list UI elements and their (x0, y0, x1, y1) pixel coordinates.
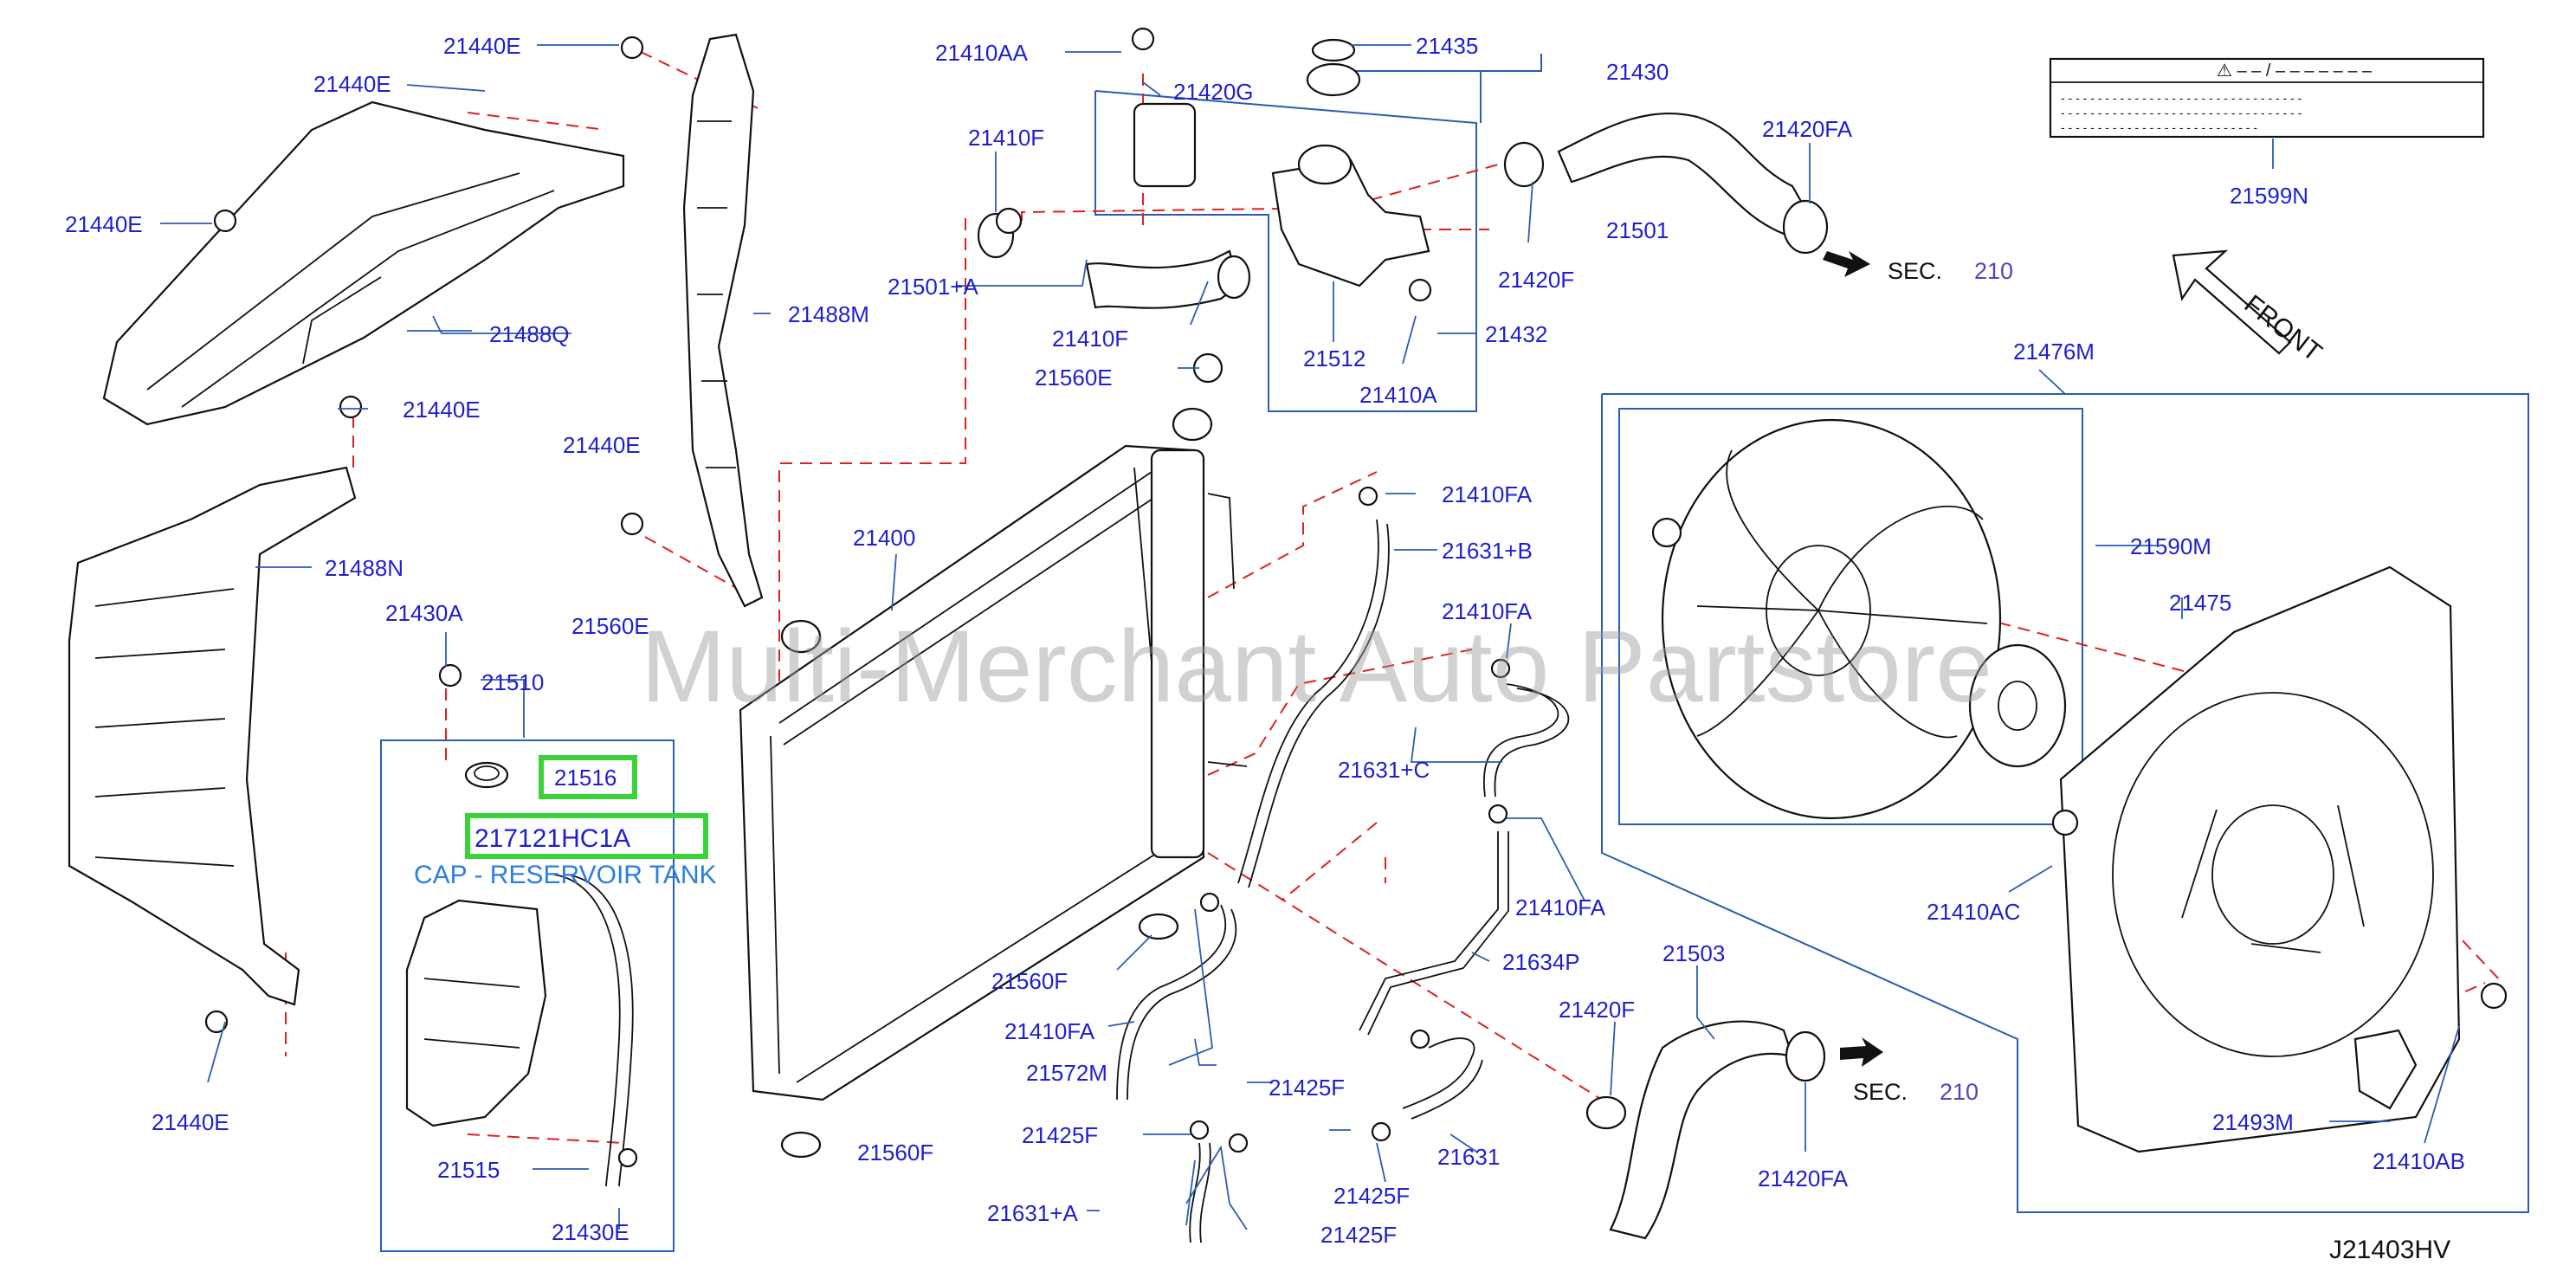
label-21420G: 21420G (1173, 79, 1254, 105)
label-21501A: 21501+A (888, 274, 978, 300)
caution-header: ⚠ – – / – – – – – – – (2217, 61, 2373, 81)
label-21420F-bottom: 21420F (1559, 997, 1635, 1023)
label-21510: 21510 (481, 669, 544, 695)
caution-label-21599N: ⚠ – – / – – – – – – – - - - - - - - - - … (2049, 57, 2485, 139)
label-21488M: 21488M (788, 301, 869, 327)
highlight-part-no[interactable]: 21516 (554, 765, 617, 791)
label-21432: 21432 (1485, 321, 1547, 347)
part-hose-21501 (1503, 112, 1829, 255)
part-side-seal-21488M (682, 33, 764, 608)
label-21560F-right: 21560F (991, 968, 1068, 994)
part-upper-hose-21501A (977, 212, 1251, 309)
caution-line-1: - - - - - - - - - - - - - - - - - - - - … (2061, 91, 2302, 105)
part-air-guide-lower-21488N (68, 466, 357, 1006)
label-21440E-top: 21440E (443, 33, 521, 59)
part-bolts-clips (204, 27, 2508, 1168)
highlight-part-code[interactable]: 217121HC1A (475, 824, 630, 853)
label-21425F-2: 21425F (1022, 1122, 1098, 1148)
part-cap-21516 (464, 761, 509, 789)
sec-reference-bottom: SEC. 210 (1840, 1037, 1979, 1105)
label-21430A: 21430A (385, 600, 463, 626)
label-21515: 21515 (437, 1157, 500, 1183)
sec-number-top: 210 (1974, 258, 2013, 284)
label-21560F-bottom: 21560F (857, 1140, 933, 1166)
sec-reference-top: SEC. 210 (1823, 251, 2013, 284)
caution-line-3: - - - - - - - - - - - - - - - - - - - - … (2061, 120, 2257, 134)
label-21430: 21430 (1606, 59, 1669, 85)
part-labels: 21440E 21440E 21440E 21440E 21440E 21440… (65, 33, 2465, 1248)
part-water-outlet-21432 (1133, 38, 1430, 287)
label-21631A: 21631+A (987, 1200, 1078, 1226)
front-arrow: FRONT (2172, 249, 2327, 367)
label-21493M: 21493M (2212, 1109, 2294, 1135)
label-21440E-left: 21440E (65, 211, 143, 237)
label-21634P: 21634P (1502, 949, 1580, 975)
part-reservoir-tank-21510 (405, 874, 634, 1187)
sec-label-top: SEC. (1888, 258, 1942, 284)
label-21410A: 21410A (1359, 382, 1437, 408)
label-21631: 21631 (1437, 1144, 1500, 1170)
diagram-code: J21403HV (2329, 1236, 2450, 1264)
label-21410FA-1: 21410FA (1442, 481, 1533, 507)
group-frames (380, 54, 2529, 1252)
part-fan-shroud-21475 (2059, 565, 2461, 1153)
label-21435: 21435 (1416, 33, 1478, 59)
label-21400: 21400 (853, 525, 915, 551)
part-air-guide-upper-21488Q (102, 100, 625, 426)
highlight-box-part-no[interactable] (539, 755, 637, 799)
label-21410AC: 21410AC (1927, 899, 2020, 925)
label-21599N: 21599N (2230, 183, 2308, 209)
label-21475: 21475 (2169, 590, 2231, 616)
label-21410F-top: 21410F (968, 125, 1044, 151)
label-21420F-top: 21420F (1498, 267, 1574, 293)
label-21488Q: 21488Q (489, 321, 570, 347)
label-21488N: 21488N (325, 555, 404, 581)
highlight-box-part-code[interactable] (465, 813, 708, 859)
label-21631C: 21631+C (1338, 757, 1430, 783)
label-21425F-4: 21425F (1320, 1222, 1397, 1248)
label-21410AA: 21410AA (935, 40, 1029, 66)
caution-line-2: - - - - - - - - - - - - - - - - - - - - … (2061, 106, 2302, 119)
label-21560E-upper: 21560E (1035, 365, 1113, 391)
leader-lines (160, 44, 2460, 1230)
label-21410FA-3: 21410FA (1515, 894, 1606, 920)
label-21425F-1: 21425F (1269, 1075, 1345, 1101)
label-21410FA-4: 21410FA (1004, 1018, 1095, 1044)
label-21560E-lower: 21560E (571, 613, 649, 639)
sec-number-bottom: 210 (1940, 1079, 1979, 1105)
label-21440E-bottom: 21440E (152, 1109, 229, 1135)
part-radiator-21400 (739, 407, 1248, 1159)
label-21410AB: 21410AB (2373, 1148, 2465, 1174)
label-21590M: 21590M (2130, 533, 2211, 559)
label-21440E-center: 21440E (563, 432, 641, 458)
label-21512: 21512 (1303, 345, 1365, 371)
label-21440E-mid: 21440E (403, 397, 481, 423)
sec-label-bottom: SEC. (1853, 1079, 1908, 1105)
label-21476M: 21476M (2013, 339, 2095, 365)
label-21631B: 21631+B (1442, 538, 1533, 564)
label-21501: 21501 (1606, 217, 1669, 243)
watermark: Multi-Merchant Auto Partstore (641, 610, 1992, 724)
label-21430E: 21430E (552, 1219, 629, 1245)
part-small-hoses (1116, 519, 1826, 1243)
label-21572M: 21572M (1026, 1060, 1107, 1086)
highlighted-part[interactable]: 21516 217121HC1A CAP - RESERVOIR TANK (414, 755, 717, 889)
part-fan-21590M (1651, 418, 2067, 820)
label-21410F-mid: 21410F (1052, 326, 1128, 352)
highlight-description: CAP - RESERVOIR TANK (414, 861, 717, 889)
label-21420FA-top: 21420FA (1762, 116, 1853, 142)
label-21503: 21503 (1662, 940, 1725, 966)
label-21440E-upper: 21440E (313, 71, 391, 97)
label-21425F-3: 21425F (1333, 1183, 1410, 1209)
label-21410FA-2: 21410FA (1442, 598, 1533, 624)
label-21420FA-bottom: 21420FA (1758, 1166, 1849, 1191)
